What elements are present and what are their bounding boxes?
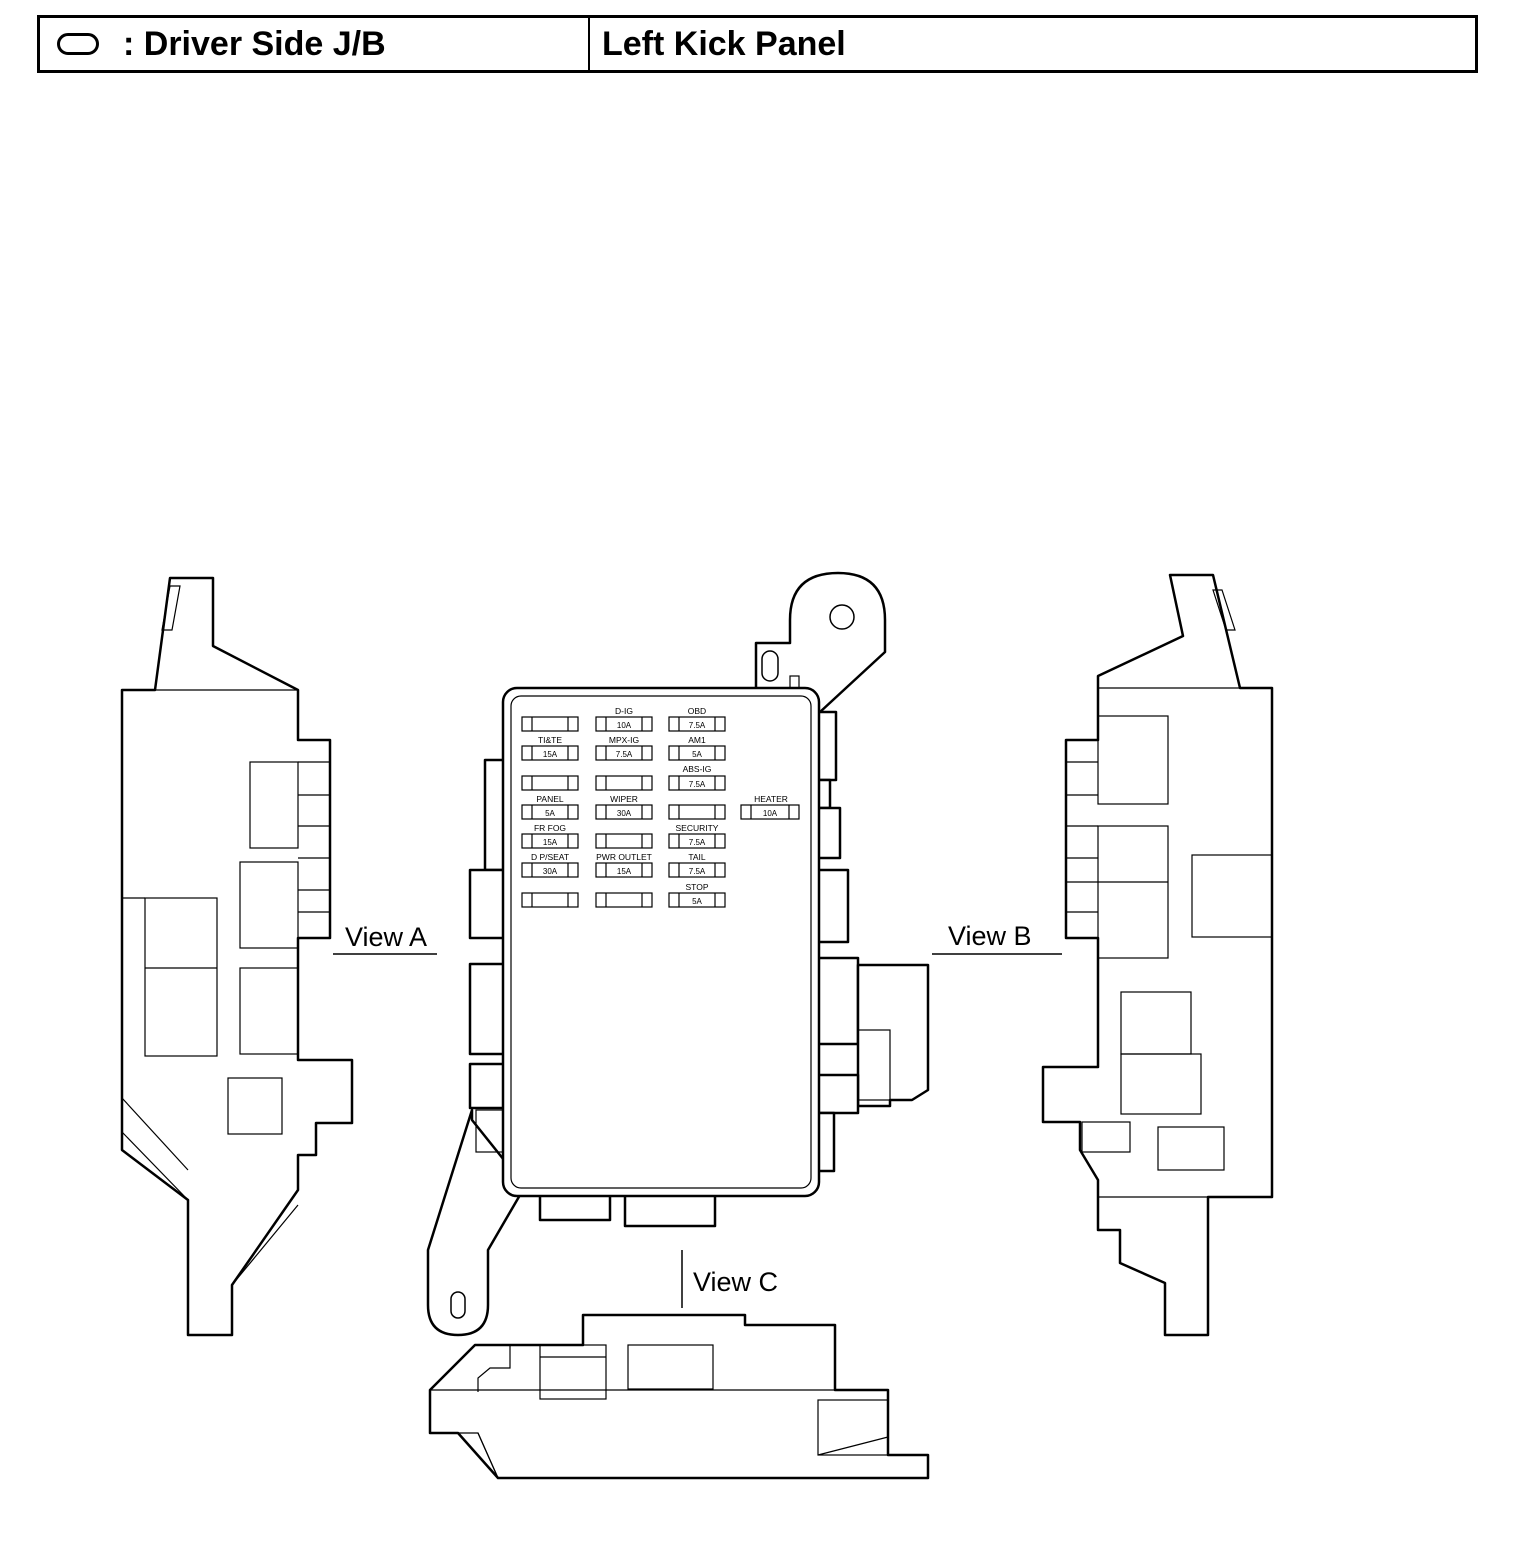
location-label: : Driver Side J/B — [123, 25, 386, 63]
fuse-label: STOP — [686, 882, 709, 892]
fuse-label: WIPER — [610, 794, 638, 804]
location-cell: : Driver Side J/B — [40, 18, 590, 70]
fuse-rating: 7.5A — [689, 838, 706, 847]
fuse-heater: HEATER 10A — [740, 794, 800, 820]
fuse-r3c2 — [595, 775, 653, 791]
fuse-abs-ig: ABS-IG 7.5A — [668, 764, 726, 791]
fuse-d-p-seat: D P/SEAT 30A — [521, 852, 579, 878]
fuse-r7c2 — [595, 892, 653, 908]
view-b-indicator: View B — [932, 921, 1062, 955]
fuse-ti-te: TI&TE 15A — [521, 735, 579, 761]
fuse-label: TI&TE — [538, 735, 562, 745]
fuse-rating: 30A — [617, 809, 632, 818]
title-bar: : Driver Side J/B Left Kick Panel — [37, 15, 1478, 73]
fuse-rating: 15A — [543, 838, 558, 847]
fuse-label: PANEL — [536, 794, 564, 804]
fuse-rating: 10A — [763, 809, 778, 818]
view-c-label: View C — [693, 1267, 778, 1297]
fuse-rating: 5A — [545, 809, 555, 818]
fuse-label: AM1 — [688, 735, 706, 745]
fuse-label: D P/SEAT — [531, 852, 569, 862]
fuse-r4c3 — [668, 804, 726, 820]
fuse-label: FR FOG — [534, 823, 566, 833]
fuse-d-ig: D-IG 10A — [595, 706, 653, 732]
fuse-label: HEATER — [754, 794, 788, 804]
fuse-r1c1 — [521, 716, 579, 732]
fuse-pwr-outlet: PWR OUTLET 15A — [595, 852, 653, 878]
fuse-fr-fog: FR FOG 15A — [521, 823, 579, 849]
fuse-label: D-IG — [615, 706, 633, 716]
fuse-r7c1 — [521, 892, 579, 908]
fuse-mpx-ig: MPX-IG 7.5A — [595, 735, 653, 761]
fuse-r3c1 — [521, 775, 579, 791]
fuse-rating: 5A — [692, 897, 702, 906]
fuse-am1: AM1 5A — [668, 735, 726, 761]
fuse-rating: 5A — [692, 750, 702, 759]
view-c-indicator: View C — [681, 1250, 778, 1308]
side-view-b — [1041, 573, 1274, 1337]
fuse-rating: 7.5A — [689, 780, 706, 789]
fuse-label: ABS-IG — [683, 764, 712, 774]
fuse-wiper: WIPER 30A — [595, 794, 653, 820]
fuse-label: SECURITY — [676, 823, 719, 833]
fuse-label: MPX-IG — [609, 735, 639, 745]
fuse-rating: 7.5A — [616, 750, 633, 759]
fuse-tail: TAIL 7.5A — [668, 852, 726, 878]
fuse-label: TAIL — [688, 852, 706, 862]
view-a-indicator: View A — [333, 922, 437, 955]
fuse-label: PWR OUTLET — [596, 852, 652, 862]
fuse-security: SECURITY 7.5A — [668, 823, 726, 849]
fuse-rating: 7.5A — [689, 721, 706, 730]
fuse-label: OBD — [688, 706, 706, 716]
fuse-panel: D-IG 10A OBD 7.5A TI&TE 15A MPX-IG 7.5A … — [521, 706, 800, 908]
main-junction-block — [426, 571, 930, 1337]
fuse-r5c2 — [595, 833, 653, 849]
fuse-rating: 10A — [617, 721, 632, 730]
mount-label: Left Kick Panel — [602, 25, 846, 63]
fuse-rating: 15A — [617, 867, 632, 876]
fuse-obd: OBD 7.5A — [668, 706, 726, 732]
fuse-rating: 15A — [543, 750, 558, 759]
side-view-a — [120, 576, 354, 1337]
bottom-view-c — [428, 1313, 930, 1480]
view-a-label: View A — [345, 922, 427, 952]
fuse-panel-5a: PANEL 5A — [521, 794, 579, 820]
oval-symbol-icon — [57, 33, 99, 55]
view-b-label: View B — [948, 921, 1032, 951]
fuse-stop: STOP 5A — [668, 882, 726, 908]
fuse-rating: 30A — [543, 867, 558, 876]
mount-cell: Left Kick Panel — [590, 18, 1475, 70]
fuse-rating: 7.5A — [689, 867, 706, 876]
